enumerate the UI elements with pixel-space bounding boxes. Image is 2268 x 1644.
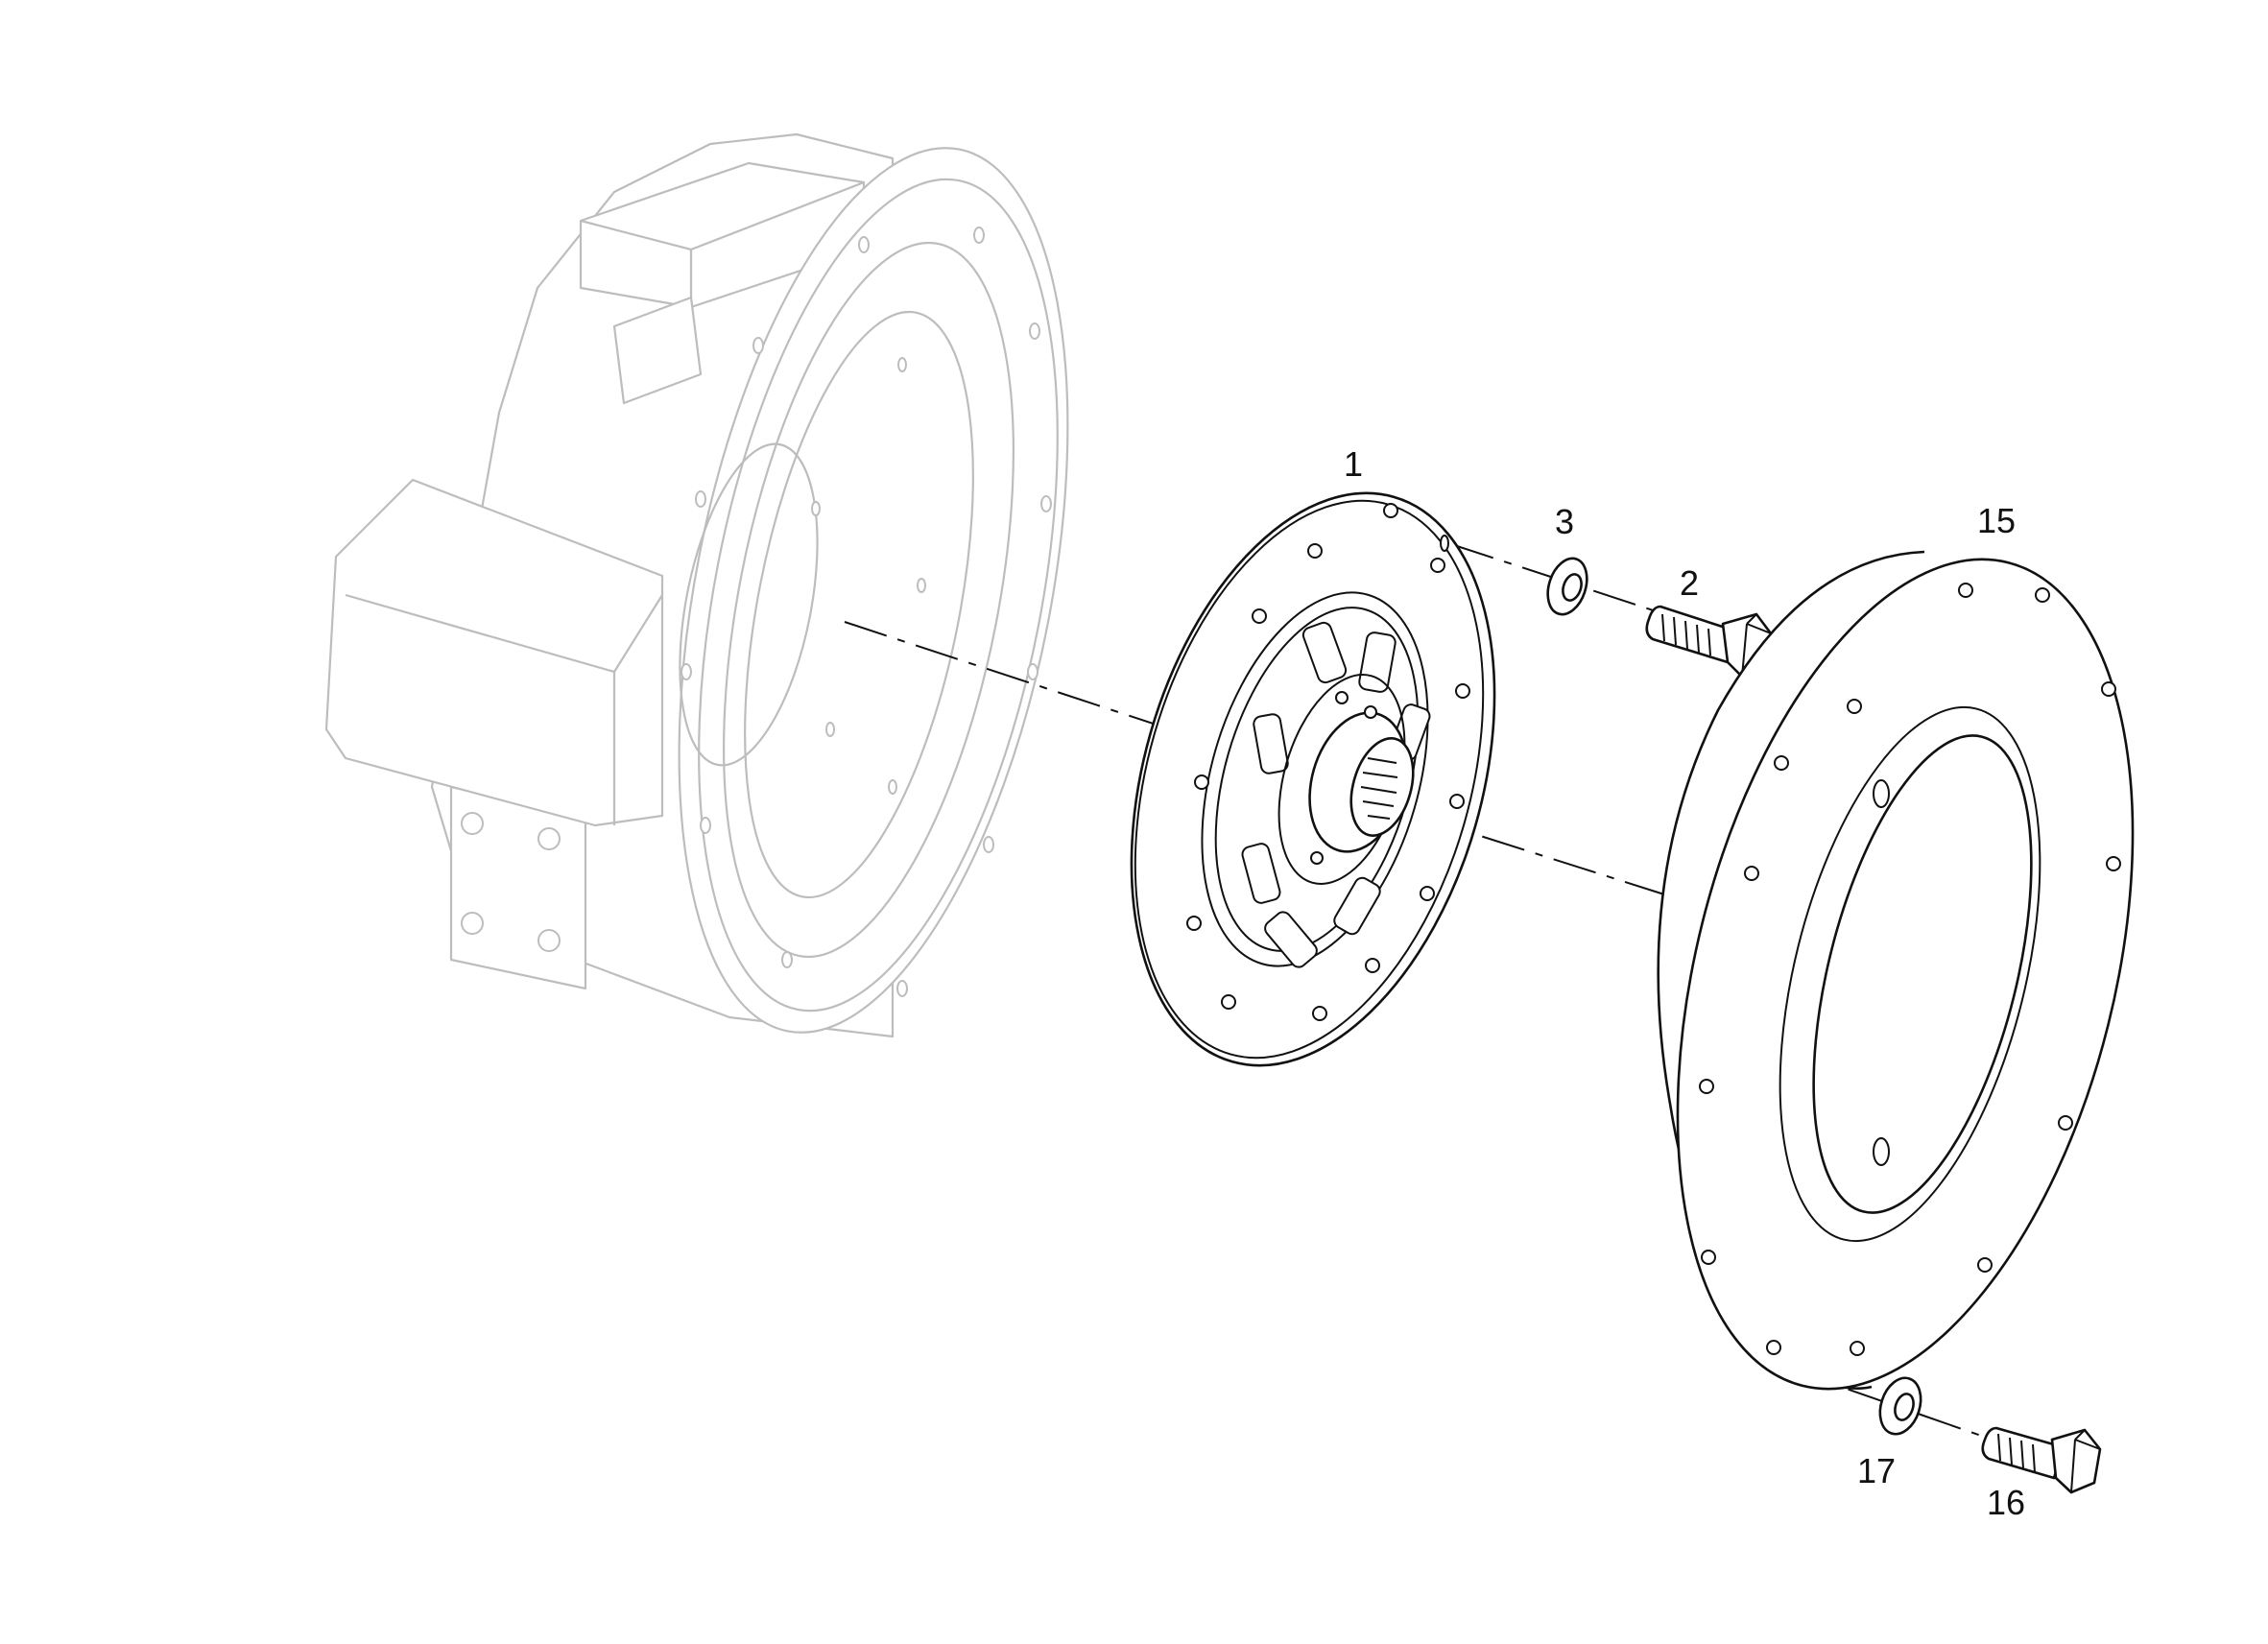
ghost-housing [324,132,1069,1038]
callout-1: 1 [1344,444,1363,484]
callout-labels: 1 3 2 15 17 16 [1344,444,2025,1522]
bolt-axis-upper [1450,543,1681,620]
main-axis-disc-to-plate [1410,813,1705,908]
callout-15: 15 [1977,501,2016,540]
flywheel-plate [1657,550,2135,1391]
washer-upper [1546,557,1588,616]
callout-16: 16 [1987,1483,2025,1522]
callout-2: 2 [1680,563,1699,603]
callout-3: 3 [1555,502,1574,541]
bolt-lower [1981,1426,2102,1494]
main-axis-housing-to-disc [844,621,1186,735]
callout-17: 17 [1857,1451,1896,1490]
damper-disc [1130,491,1496,1067]
washer-lower [1878,1376,1922,1436]
